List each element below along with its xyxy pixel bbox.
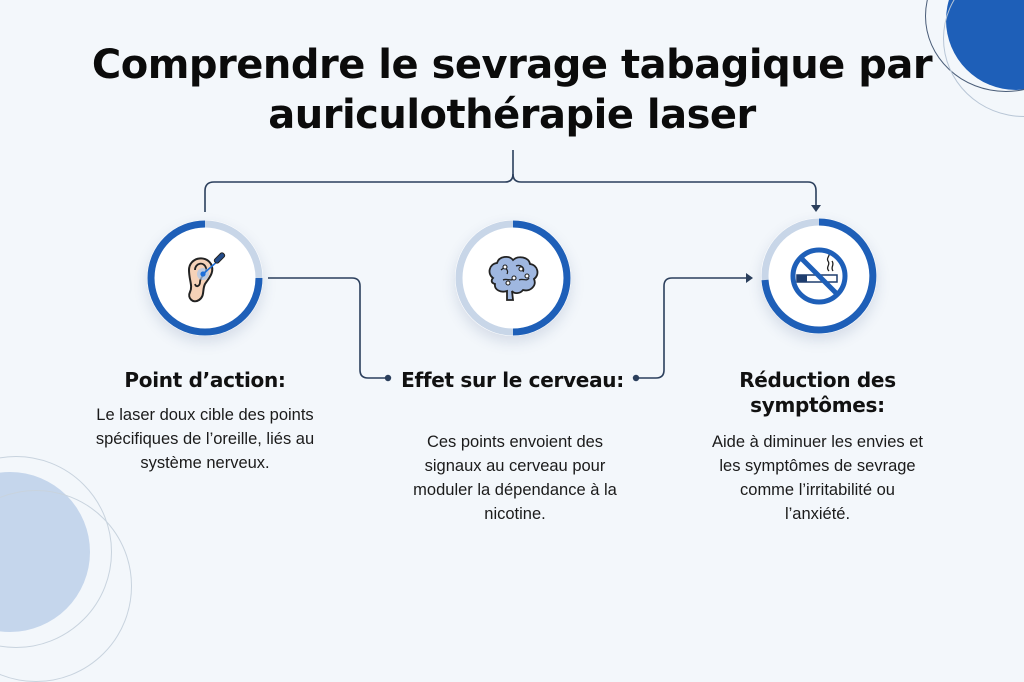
- bracket-connector: [204, 150, 514, 212]
- step-1-node: [147, 220, 263, 336]
- arrowhead-icon: [811, 205, 821, 212]
- connector-dot: [632, 374, 640, 382]
- step-3-node: [761, 218, 877, 334]
- progress-ring: [147, 220, 263, 336]
- brain-icon: [488, 256, 539, 301]
- connector-dot: [384, 374, 392, 382]
- step-2-heading: Effet sur le cerveau:: [401, 368, 624, 392]
- step-1-description: Le laser doux cible des points spécifiqu…: [95, 406, 315, 472]
- step-2-node: [455, 220, 571, 336]
- progress-ring: [761, 218, 877, 334]
- step-3-description: Aide à diminuer les envies et les symptô…: [712, 433, 923, 523]
- page-title: Comprendre le sevrage tabagique par auri…: [0, 40, 1024, 140]
- flow-connectors: [204, 150, 821, 382]
- step-2-description: Ces points envoient des signaux au cerve…: [413, 433, 617, 523]
- step-1-heading: Point d’action:: [124, 368, 286, 392]
- arrowhead-icon: [746, 273, 753, 283]
- title-line-2: auriculothérapie laser: [268, 92, 756, 138]
- no-smoking-icon: [790, 247, 848, 305]
- step-3-heading: Réduction des symptômes:: [739, 368, 896, 417]
- title-line-1: Comprendre le sevrage tabagique par: [91, 42, 933, 88]
- connector-step1-step2: [268, 277, 386, 379]
- ear-laser-icon: [187, 252, 226, 303]
- connector-step2-step3: [637, 277, 748, 379]
- progress-ring: [455, 220, 571, 336]
